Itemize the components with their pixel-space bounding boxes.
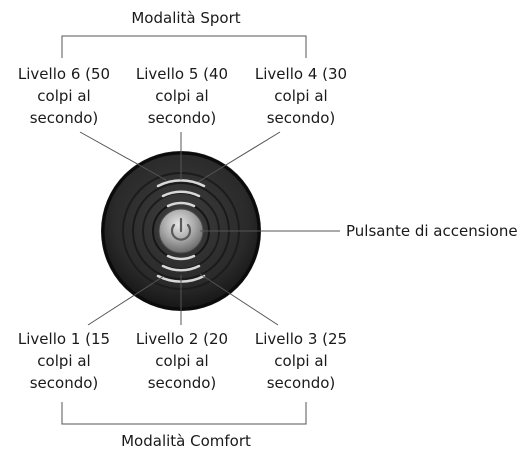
power-icon [170,217,192,241]
comfort-mode-title: Modalità Comfort [121,432,251,450]
leader-level-6 [79,131,167,181]
power-button[interactable] [158,208,204,254]
comfort-bracket [61,402,307,425]
sport-level-indicators [156,179,206,208]
sport-mode-title: Modalità Sport [131,9,241,27]
leader-level-3 [199,273,279,326]
leader-level-1 [87,275,165,326]
sport-bracket [61,35,307,58]
power-button-label: Pulsante di accensione [346,222,518,240]
leader-level-4 [197,131,281,183]
